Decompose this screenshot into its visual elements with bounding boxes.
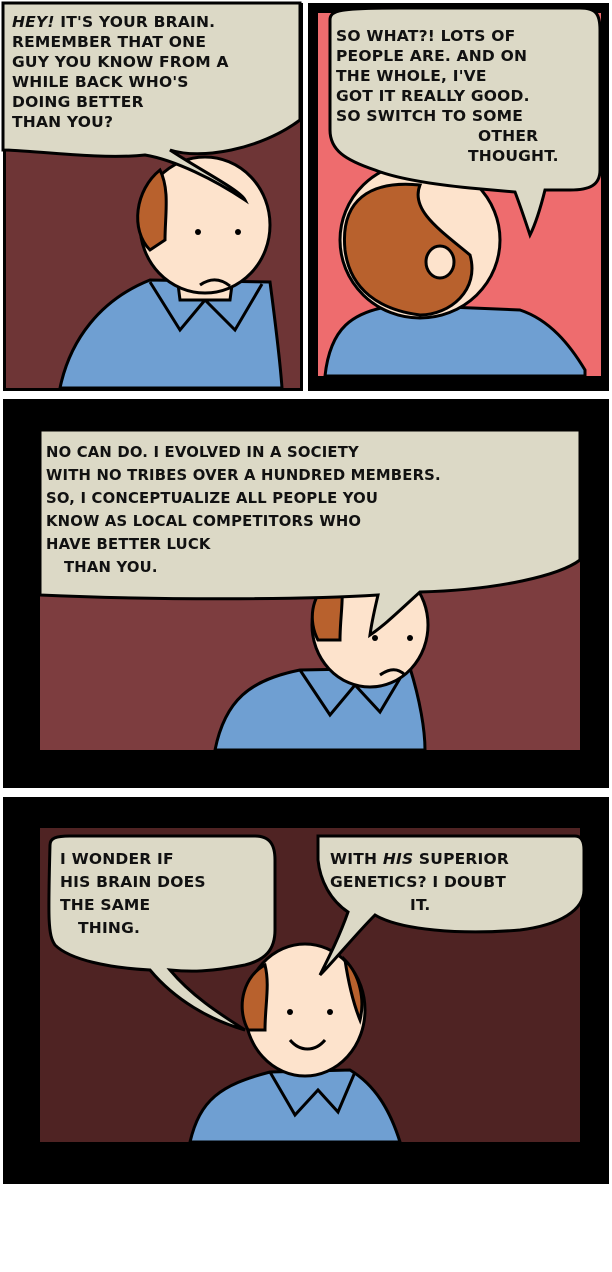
line-text: SUPERIOR: [413, 850, 510, 868]
panel-4-speech-text-left: I WONDER IF HIS BRAIN DOES THE SAME THIN…: [60, 848, 270, 940]
line-text: IT'S YOUR BRAIN.: [54, 13, 216, 31]
bubble-line: HIS BRAIN DOES: [60, 873, 206, 891]
man-eye-left: [372, 635, 378, 641]
shirt-collar: [268, 1071, 357, 1118]
panel-4-speech-text-right: WITH HIS SUPERIOR GENETICS? I DOUBT IT.: [330, 848, 580, 917]
panel-2-speech-text: SO WHAT?! LOTS OF PEOPLE ARE. AND ON THE…: [336, 26, 596, 166]
bubble-line: GENETICS? I DOUBT: [330, 873, 507, 891]
panel-3: [3, 399, 609, 788]
panel-3-speech-text: NO CAN DO. I EVOLVED IN A SOCIETY WITH N…: [46, 441, 576, 579]
bubble-line: WHILE BACK WHO'S: [12, 73, 189, 91]
bubble-line: REMEMBER THAT ONE: [12, 33, 207, 51]
man-back-hair: [342, 182, 474, 317]
man-eye-left: [287, 1009, 293, 1015]
speech-bubble-4b: [316, 834, 586, 977]
bubble-line: GUY YOU KNOW FROM A: [12, 53, 229, 71]
bubble-line: DOING BETTER: [12, 93, 144, 111]
bubble-line: NO CAN DO. I EVOLVED IN A SOCIETY: [46, 444, 359, 461]
man-shirt: [58, 278, 284, 390]
speech-bubble-3: [38, 428, 582, 639]
bubble-line: THING.: [78, 919, 141, 937]
panel-1: [1, 1, 303, 391]
bubble-line: IT.: [410, 896, 431, 914]
speech-bubble-1: [1, 1, 302, 205]
man-hair: [240, 962, 269, 1032]
bubble-line: WITH HIS SUPERIOR: [330, 848, 580, 871]
man-hair: [136, 167, 168, 252]
man-eye-right: [407, 635, 413, 641]
man-smile: [288, 1038, 327, 1051]
man-mouth: [379, 668, 407, 677]
man-eye-right: [235, 229, 241, 235]
bubble-line: HEY! IT'S YOUR BRAIN.: [12, 12, 297, 32]
bubble-line: I WONDER IF: [60, 850, 174, 868]
bubble-line: THE SAME: [60, 896, 151, 914]
emphasis-text: HIS: [382, 850, 414, 868]
bubble-line: SO SWITCH TO SOME: [336, 107, 523, 125]
line-text: WITH: [330, 850, 383, 868]
bubble-line: SO, I CONCEPTUALIZE ALL PEOPLE YOU: [46, 490, 379, 507]
bubble-line: KNOW AS LOCAL COMPETITORS WHO: [46, 513, 362, 530]
bubble-line: SO WHAT?! LOTS OF: [336, 27, 516, 45]
bubble-line: THAN YOU.: [64, 559, 158, 576]
emphasis-text: HEY!: [12, 13, 55, 31]
man-ear: [424, 244, 456, 280]
panel-2: [308, 3, 609, 391]
bubble-line: THE WHOLE, I'VE: [336, 67, 487, 85]
bubble-line: HAVE BETTER LUCK: [46, 536, 211, 553]
bubble-line: WITH NO TRIBES OVER A HUNDRED MEMBERS.: [46, 467, 441, 484]
bubble-line: PEOPLE ARE. AND ON: [336, 47, 528, 65]
bubble-line: GOT IT REALLY GOOD.: [336, 87, 530, 105]
man-eye-right: [327, 1009, 333, 1015]
speech-bubble-2: [328, 6, 602, 239]
man-mouth: [199, 278, 231, 288]
bubble-line: OTHER: [478, 127, 539, 145]
panel-1-speech-text: HEY! IT'S YOUR BRAIN. REMEMBER THAT ONE …: [12, 12, 297, 132]
man-eye-left: [195, 229, 201, 235]
man-hair-right: [342, 955, 364, 1025]
panel-4: [3, 797, 609, 1184]
bubble-line: THAN YOU?: [12, 113, 114, 131]
speech-bubble-4a: [47, 834, 277, 1032]
bubble-line: THOUGHT.: [468, 147, 559, 165]
